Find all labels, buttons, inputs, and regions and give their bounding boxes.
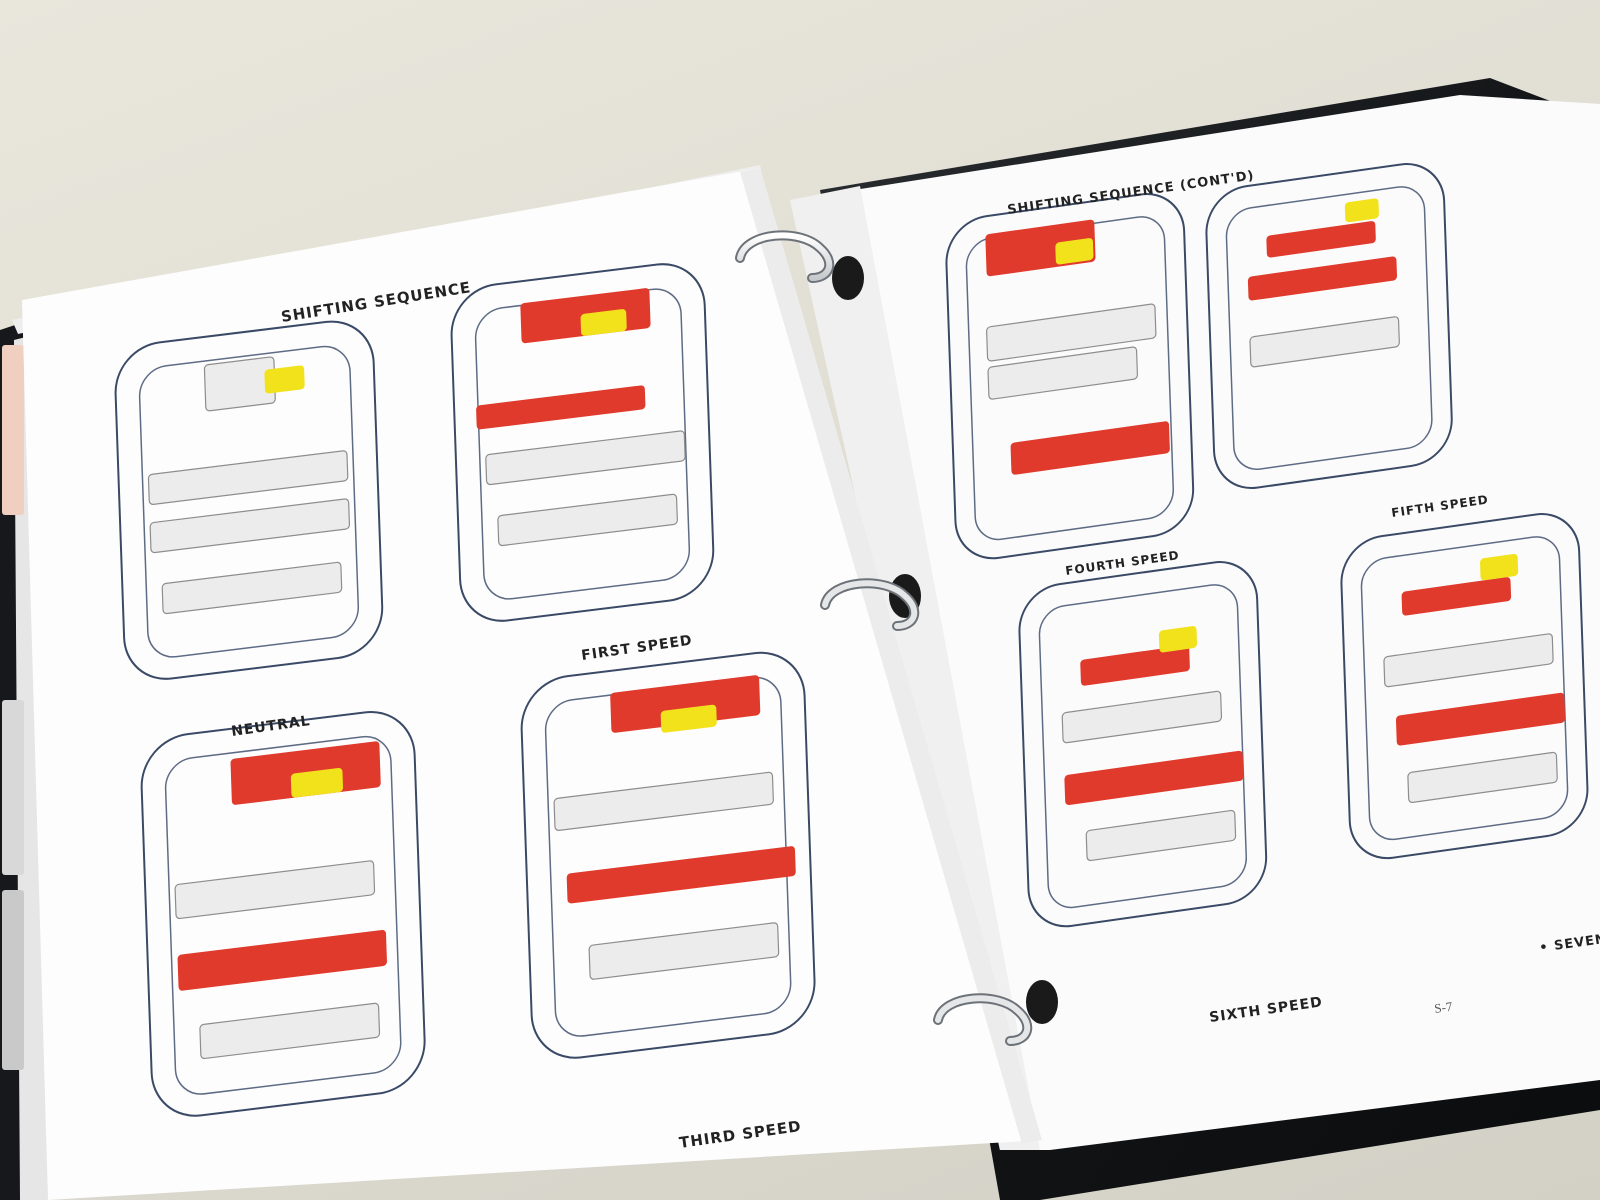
binder-ring — [735, 230, 835, 283]
page-number: S-7 — [1433, 999, 1453, 1016]
index-tab — [2, 345, 24, 515]
diagram-fourth-speed — [945, 193, 1195, 560]
index-tab — [2, 700, 24, 875]
diagram-seventh-speed — [1340, 513, 1589, 860]
diagram-first-speed — [450, 263, 715, 622]
diagram-third-speed — [520, 651, 816, 1059]
binder-ring — [820, 578, 920, 631]
binder-ring — [933, 993, 1033, 1046]
diagram-second-speed — [140, 710, 426, 1117]
diagram-sixth-speed — [1018, 561, 1268, 928]
diagram-fifth-speed — [1205, 163, 1453, 490]
diagram-neutral — [114, 320, 384, 680]
index-tab — [2, 890, 24, 1070]
